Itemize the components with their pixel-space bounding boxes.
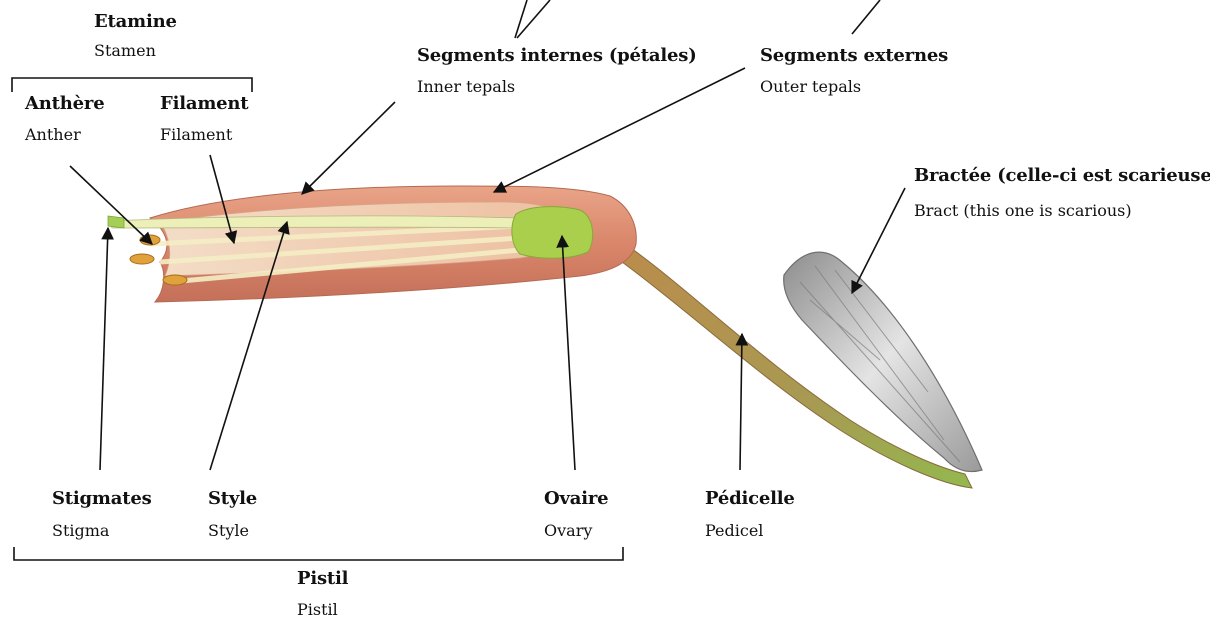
label-pedicel: Pedicel bbox=[705, 523, 763, 539]
stigma-shape bbox=[108, 216, 124, 228]
arrow-anther bbox=[70, 166, 152, 244]
label-anther: Anther bbox=[25, 127, 81, 143]
ovary-shape bbox=[512, 207, 593, 259]
arrow-inner-tepals-2 bbox=[517, 0, 550, 38]
label-segments-internes: Segments internes (pétales) bbox=[417, 47, 697, 65]
label-stigma: Stigma bbox=[52, 523, 109, 539]
bract-shape bbox=[784, 252, 982, 471]
label-style-fr: Style bbox=[208, 490, 257, 508]
bracket-stamen bbox=[12, 78, 252, 92]
arrow-stigma bbox=[100, 228, 108, 470]
arrow-bract bbox=[852, 188, 905, 293]
label-etamine: Etamine bbox=[94, 13, 177, 31]
label-bract: Bract (this one is scarious) bbox=[914, 203, 1132, 219]
label-pistil-en: Pistil bbox=[297, 602, 338, 618]
label-pistil-fr: Pistil bbox=[297, 570, 348, 588]
label-stigmates: Stigmates bbox=[52, 490, 152, 508]
bracket-pistil bbox=[14, 547, 623, 560]
arrow-outer-tepals bbox=[494, 68, 745, 192]
arrow-outer-tepals-top bbox=[852, 0, 880, 34]
label-outer-tepals: Outer tepals bbox=[760, 79, 861, 95]
label-filament-en: Filament bbox=[160, 127, 232, 143]
label-inner-tepals: Inner tepals bbox=[417, 79, 515, 95]
arrow-inner-tepals bbox=[302, 102, 395, 194]
label-ovary: Ovary bbox=[544, 523, 592, 539]
label-segments-externes: Segments externes bbox=[760, 47, 948, 65]
label-ovaire: Ovaire bbox=[544, 490, 608, 508]
label-bractee: Bractée (celle-ci est scarieuse) bbox=[914, 167, 1210, 185]
label-anthere: Anthère bbox=[25, 95, 104, 113]
label-pedicelle: Pédicelle bbox=[705, 490, 795, 508]
label-style-en: Style bbox=[208, 523, 249, 539]
label-stamen: Stamen bbox=[94, 43, 156, 59]
label-filament-fr: Filament bbox=[160, 95, 248, 113]
